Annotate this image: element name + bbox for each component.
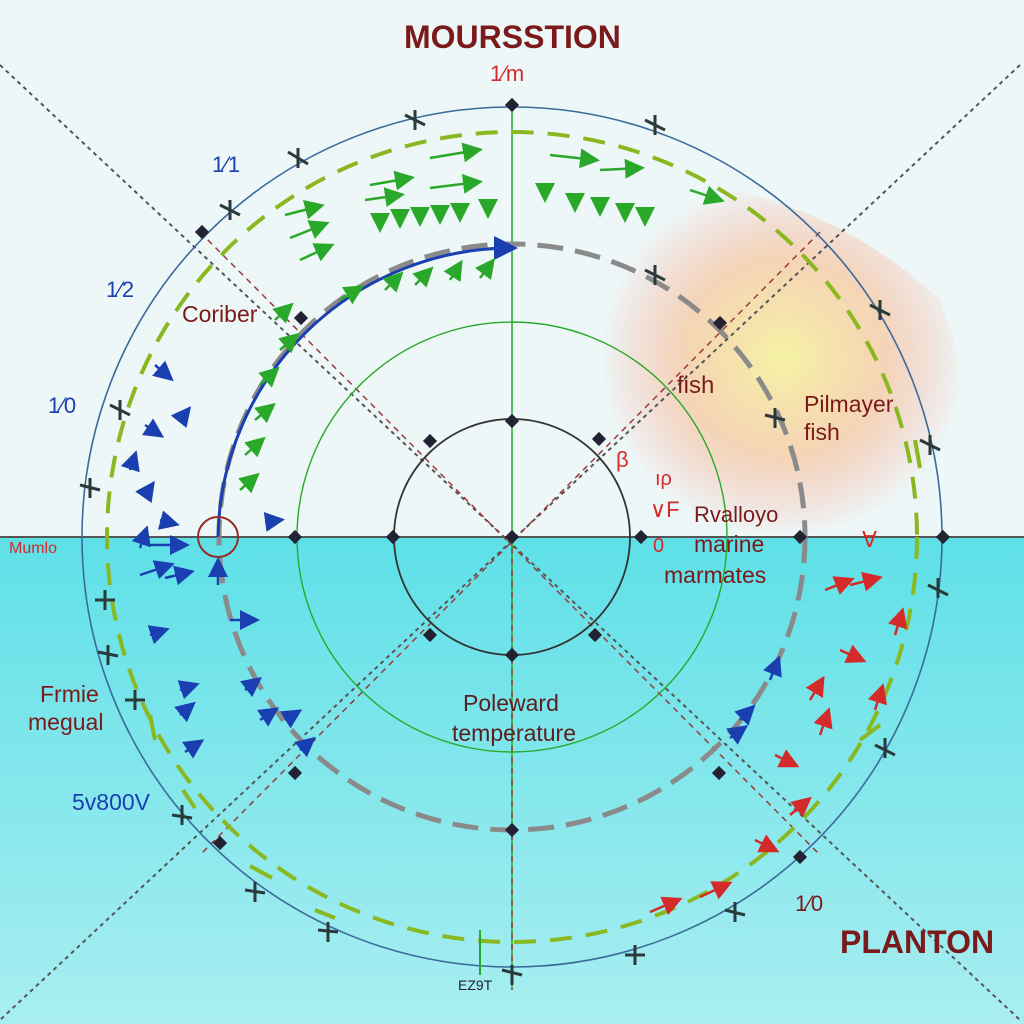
coriber-label: Coriber: [182, 301, 258, 327]
green-arrows: [238, 142, 725, 494]
temperature-label: temperature: [452, 720, 577, 746]
green-dashed-ring: [105, 130, 919, 944]
fish-label: fish: [677, 372, 715, 399]
blue-current-arc: [216, 236, 518, 538]
bottom-code-label: EZ9T: [458, 977, 493, 993]
poleward-label: Poleward: [463, 690, 559, 716]
glyph-d: 0: [653, 535, 665, 557]
marmates-label: marmates: [664, 562, 767, 588]
ring-label-right-bottom: 1⁄0: [795, 891, 824, 916]
ring-label-left-2: 1⁄2: [106, 277, 135, 302]
rvalloyo-label: Rvalloyo: [694, 502, 779, 527]
blue-arrows: [120, 360, 782, 759]
frmie-label: Frmie: [40, 681, 99, 707]
glyph-e: ∀: [862, 527, 878, 552]
mumlo-label: Mumlo: [9, 540, 58, 557]
voltage-label: 5v800V: [72, 789, 151, 815]
yellow-green-dashes: [148, 439, 922, 920]
ring-label-left-1: 1⁄1: [212, 152, 241, 177]
megual-label: megual: [28, 709, 104, 735]
ring-nodes: [194, 97, 951, 865]
ring-label-left-3: 1⁄0: [48, 393, 77, 418]
pilmayer-fish-label: fish: [804, 419, 840, 445]
warm-zone: [600, 179, 967, 538]
pilmayer-label: Pilmayer: [804, 391, 894, 417]
red-arrows: [649, 571, 908, 916]
marine-label: marine: [694, 531, 765, 557]
diagonal-line-red: [199, 231, 821, 856]
planton-label: PLANTON: [840, 924, 995, 960]
diagram-title: MOURSSTION: [404, 19, 621, 55]
glyph-c: ∨F: [650, 497, 680, 522]
glyph-a: β: [616, 447, 629, 472]
diagonal-line: [0, 64, 1021, 1021]
ring-cross-markers: [79, 110, 949, 985]
top-tick-label: 1⁄m: [490, 61, 525, 86]
glyph-b: ıρ: [655, 468, 672, 490]
